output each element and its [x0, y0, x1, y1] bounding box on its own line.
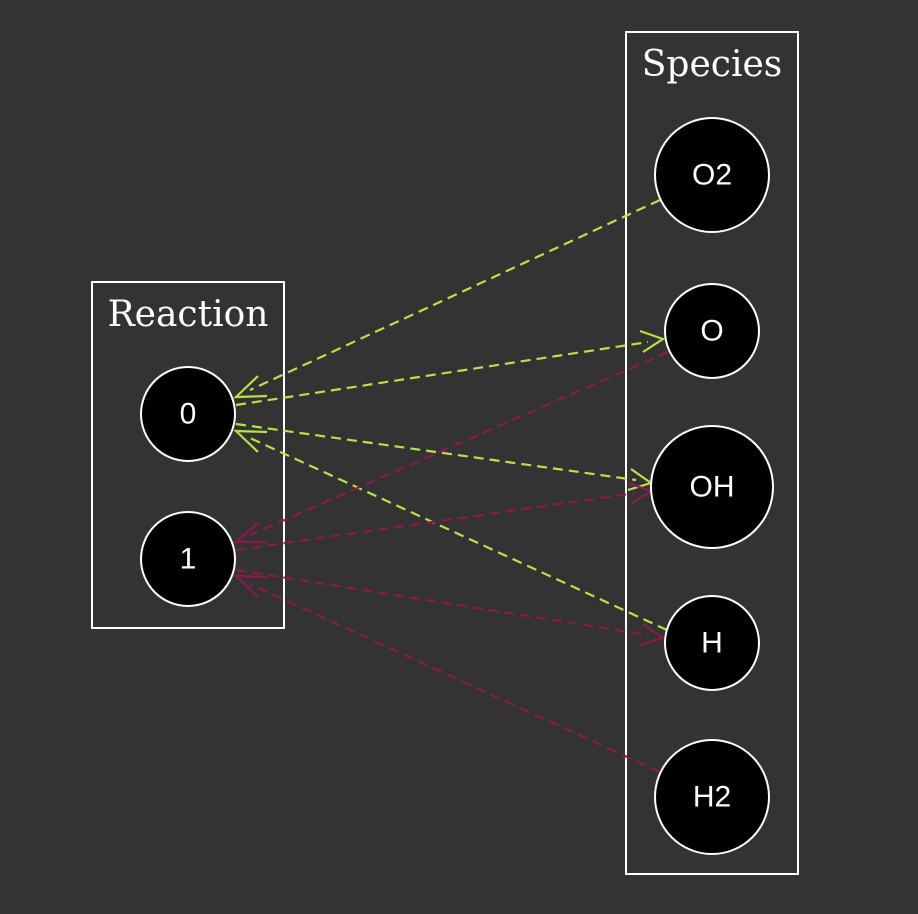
edge-line [235, 340, 649, 407]
arrowhead-icon [233, 375, 268, 399]
node-label: OH [690, 471, 735, 504]
node-label: 1 [180, 543, 197, 576]
edge-line [235, 491, 637, 552]
arrowhead-icon [233, 521, 267, 544]
arrowhead-icon [639, 623, 666, 647]
edge-line [249, 437, 668, 631]
species-cluster-box [625, 31, 799, 875]
edge-line [235, 422, 637, 482]
node-label: H2 [693, 781, 731, 814]
node-species-o2[interactable]: O2 [654, 117, 770, 233]
node-species-o[interactable]: O [664, 283, 760, 379]
node-circle [654, 739, 770, 855]
edge-o-to-r1 [233, 350, 669, 544]
node-reaction-1[interactable]: 1 [140, 511, 236, 607]
node-circle [654, 117, 770, 233]
edge-r1-to-oh [235, 481, 654, 552]
arrowhead-icon [639, 329, 666, 353]
node-species-h[interactable]: H [664, 595, 760, 691]
arrowhead-icon [627, 481, 654, 505]
edge-line [249, 350, 669, 537]
edge-h-to-r0 [233, 429, 668, 631]
edge-r0-to-oh [235, 422, 654, 492]
node-circle [650, 425, 774, 549]
edge-o2-to-r0 [233, 199, 661, 399]
node-reaction-0[interactable]: 0 [140, 366, 236, 462]
node-circle [140, 366, 236, 462]
node-species-oh[interactable]: OH [650, 425, 774, 549]
edge-line [249, 199, 661, 391]
arrowhead-icon [233, 429, 268, 453]
reaction-cluster-label: Reaction [108, 294, 269, 335]
node-label: 0 [180, 398, 197, 431]
edges [233, 199, 669, 773]
species-cluster: Species [625, 31, 799, 875]
node-label: O [700, 315, 723, 348]
node-label: O2 [692, 159, 732, 192]
node-species-h2[interactable]: H2 [654, 739, 770, 855]
edge-line [249, 583, 661, 773]
species-cluster-label: Species [642, 44, 782, 85]
reaction-cluster: Reaction [91, 281, 285, 629]
node-circle [664, 595, 760, 691]
node-label: H [701, 627, 723, 660]
edge-h2-to-r1 [233, 574, 661, 773]
edge-r1-to-h [235, 568, 666, 647]
edge-line [235, 568, 649, 637]
arrowhead-icon [233, 574, 268, 598]
node-circle [664, 283, 760, 379]
node-circle [140, 511, 236, 607]
edge-r0-to-o [235, 329, 666, 407]
reaction-cluster-box [91, 281, 285, 629]
